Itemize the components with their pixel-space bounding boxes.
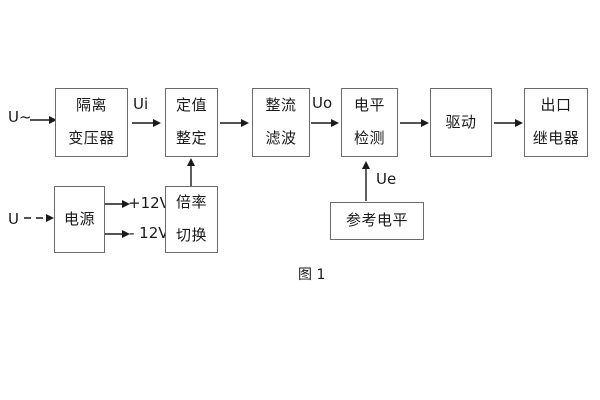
block-isolation-transformer: 隔离 变压器 [55,88,128,157]
block-output-relay-line1: 出口 [540,96,572,115]
block-power-supply: 电源 [54,186,105,253]
block-drive-line1: 驱动 [445,112,477,131]
block-multiplier-switch: 倍率 切换 [165,186,218,253]
block-level-detect-line1: 电平 [353,96,385,115]
arrow-power-supply-negative-rail [105,228,131,240]
block-setting-value: 定值 整定 [165,88,218,157]
block-setting-value-line2: 整定 [175,129,207,147]
rail-positive-12v-label: +12V [128,194,170,212]
block-power-supply-line1: 电源 [63,209,95,228]
input-dc-label: U [8,210,19,228]
block-setting-value-line1: 定值 [175,96,207,115]
block-level-detect-line2: 检测 [353,129,385,147]
rail-negative-12v-label: - 12V [129,224,169,242]
signal-uo-label: Uo [312,94,333,112]
arrow-drive-to-output-relay [494,117,524,129]
input-ac-label: U~ [8,108,32,126]
block-rectify-filter-line2: 滤波 [265,129,297,147]
arrow-multiplier-switch-to-setting-value [185,157,197,187]
arrow-setting-value-to-rectify-filter [220,117,250,129]
arrow-isolation-transformer-to-setting-value [132,117,162,129]
block-output-relay-line2: 继电器 [532,129,580,147]
block-multiplier-switch-line1: 倍率 [175,193,207,212]
arrow-input-to-power-supply [24,212,56,224]
signal-ue-label: Ue [376,170,397,188]
signal-ui-label: Ui [133,95,149,113]
block-output-relay: 出口 继电器 [524,88,588,157]
arrow-power-supply-positive-rail [105,198,131,210]
block-level-detect: 电平 检测 [341,88,398,157]
block-rectify-filter: 整流 滤波 [252,88,310,157]
arrow-level-detect-to-drive [400,117,430,129]
block-isolation-transformer-line1: 隔离 [75,96,107,115]
block-rectify-filter-line1: 整流 [265,96,297,115]
arrow-input-to-isolation-transformer [30,114,58,126]
block-drive: 驱动 [430,88,492,157]
arrow-rectify-filter-to-level-detect [311,117,340,129]
block-reference-level-line1: 参考电平 [345,211,408,230]
block-isolation-transformer-line2: 变压器 [68,129,115,147]
figure-caption: 图 1 [298,267,326,283]
arrow-reference-level-to-level-detect [360,160,372,202]
block-reference-level: 参考电平 [330,202,424,240]
block-multiplier-switch-line2: 切换 [175,226,207,244]
